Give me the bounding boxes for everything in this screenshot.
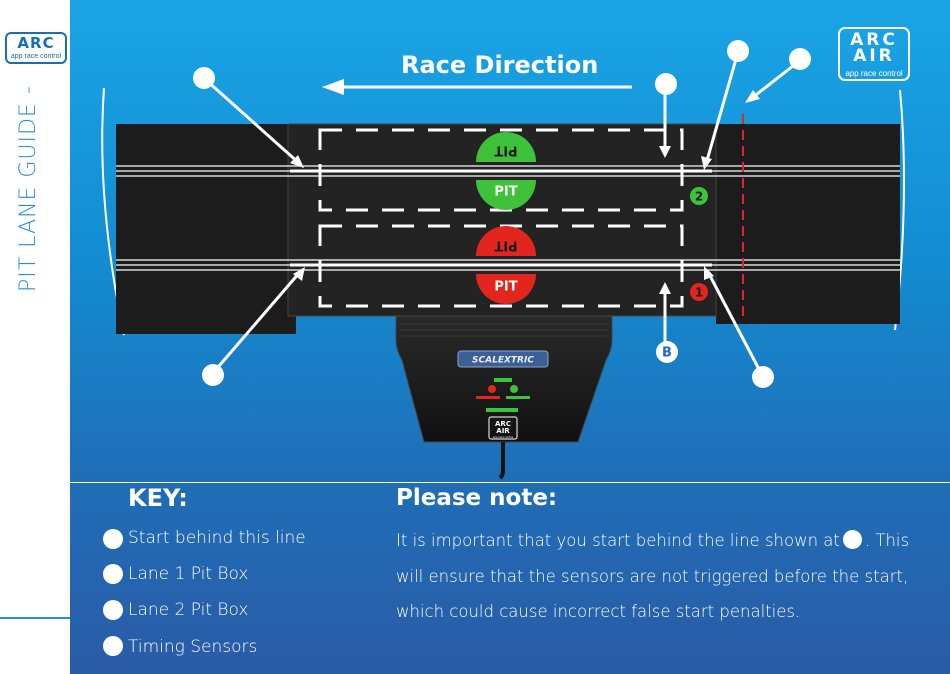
pit-marker-green-bottom [476, 180, 536, 210]
note-line-3: which could cause incorrect false start … [396, 602, 801, 621]
callout-a-4 [789, 48, 811, 70]
base-cable [498, 442, 505, 480]
section-divider [70, 482, 950, 483]
race-direction-label: Race Direction [401, 51, 599, 79]
base-brand-plate [457, 350, 549, 368]
arc-air-logo-line2: AIR [853, 46, 895, 66]
key-dot-1 [103, 529, 123, 549]
race-direction-arrow [322, 79, 632, 95]
arc-air-logo-subtitle: app race control [845, 69, 903, 78]
track-left [116, 124, 296, 334]
arc-logo-word: ARC [17, 34, 55, 52]
key-item-start-line: Start behind this line [128, 528, 306, 548]
key-item-timing-sensors: Timing Sensors [128, 637, 258, 657]
arc-air-logo-line1: ARC [850, 30, 898, 50]
pit-marker-green-top [476, 132, 536, 162]
pit-box-markings [318, 128, 684, 308]
key-item-lane-1: Lane 1 Pit Box [128, 564, 249, 584]
lane-1-number-badge [690, 283, 708, 301]
pit-marker-red-top [476, 226, 536, 256]
callout-a-5 [202, 364, 224, 386]
note-line-1-end: . This [864, 531, 910, 550]
base-logo-line2: AIR [496, 427, 510, 435]
pit-label-red-bottom: PIT [494, 280, 517, 295]
key-title: KEY: [128, 484, 188, 512]
base-brand: SCALEXTRIC [472, 356, 534, 366]
callouts [205, 51, 799, 376]
callout-b [656, 341, 678, 363]
pit-marker-red-bottom [476, 274, 536, 304]
pit-label-green-bottom: PIT [494, 185, 517, 200]
note-line-1-start: It is important that you start behind th… [396, 531, 840, 550]
arc-logo: ARC app race control [5, 32, 67, 64]
callout-a-3 [727, 40, 749, 62]
note-title: Please note: [396, 485, 558, 511]
arc-air-logo: ARC AIR app race control [838, 27, 910, 81]
lane-1-number: 1 [695, 286, 703, 300]
base-logo-sub: app race control [493, 435, 514, 439]
callout-b-label: B [662, 346, 672, 361]
note-line-1: It is important that you start behind th… [396, 530, 909, 550]
callout-a-1 [193, 67, 215, 89]
key-dot-4 [103, 636, 123, 656]
base-logo-line1: ARC [495, 420, 511, 428]
note-line-2: will ensure that the sensors are not tri… [396, 567, 909, 586]
pit-label-red-top: PIT [494, 238, 517, 253]
inline-callout-dot [842, 530, 862, 549]
lane-2-number: 2 [695, 190, 703, 204]
callout-a-2 [655, 73, 677, 95]
callout-a-6 [752, 366, 774, 388]
slots [290, 169, 712, 267]
key-dot-3 [103, 600, 123, 620]
arc-air-base-unit: SCALEXTRIC ARC AIR app race control [395, 315, 613, 480]
sidebar: ARC app race control PIT LANE GUIDE - [0, 0, 71, 674]
key-dot-2 [103, 564, 123, 584]
lane-2-number-badge [690, 187, 708, 205]
pit-label-green-top: PIT [494, 143, 517, 158]
track-right [716, 124, 900, 324]
sidebar-divider [0, 617, 70, 619]
key-item-lane-2: Lane 2 Pit Box [128, 600, 249, 620]
arc-logo-subtitle: app race control [10, 53, 62, 60]
base-logo-frame [488, 416, 518, 440]
